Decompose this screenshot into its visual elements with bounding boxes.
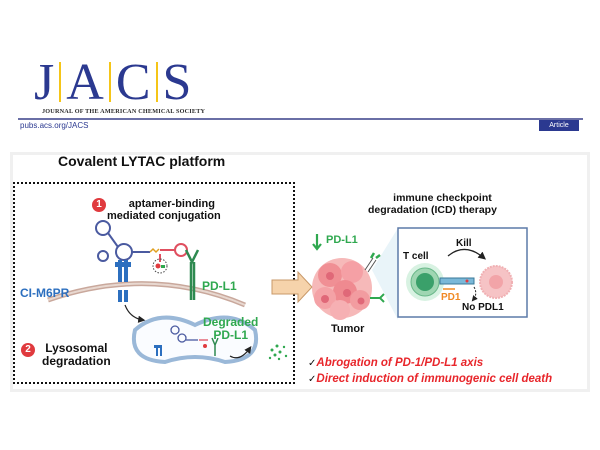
step-1-label: aptamer-binding mediated conjugation	[107, 198, 221, 222]
down-arrow-icon	[312, 234, 322, 251]
logo-letter-j: J	[34, 54, 55, 111]
degraded-label: Degraded PD-L1	[203, 316, 258, 342]
tumor-label: Tumor	[331, 323, 365, 335]
article-type-badge: Article	[539, 120, 579, 131]
icd-title-line1: immune checkpoint	[393, 192, 492, 204]
receptor-icon	[115, 260, 131, 302]
step-2-label-line1: Lysosomal	[45, 341, 108, 355]
icd-title-line2: degradation (ICD) therapy	[368, 204, 497, 216]
jacs-logo[interactable]: J A C S	[29, 54, 196, 111]
conjugation-site	[152, 258, 168, 274]
journal-url-link[interactable]: pubs.acs.org/JACS	[20, 121, 89, 130]
outcomes-list: ✓Abrogation of PD-1/PD-L1 axis ✓Direct i…	[308, 355, 552, 387]
target-aptamer-icon	[159, 243, 188, 262]
step-2-label: Lysosomal degradation	[42, 342, 111, 368]
step-1-badge: 1	[92, 198, 106, 212]
logo-divider	[108, 62, 111, 102]
tumor-icon	[312, 258, 372, 320]
zoom-connector	[372, 228, 398, 320]
degraded-fragments-icon	[268, 344, 288, 361]
no-pdl1-label: No PDL1	[462, 302, 504, 313]
pdl1-reduced-label: PD-L1	[326, 234, 358, 246]
kill-arrow	[447, 248, 486, 260]
icd-title: immune checkpoint degradation (ICD) ther…	[368, 192, 497, 216]
outcome-item: ✓Abrogation of PD-1/PD-L1 axis	[308, 357, 484, 369]
check-icon: ✓	[308, 358, 317, 369]
receptor-label: CI-M6PR	[20, 286, 70, 300]
logo-letter-c: C	[115, 54, 151, 111]
degradation-arrow	[229, 346, 252, 359]
aptamer-icon	[95, 220, 150, 262]
logo-letter-s: S	[162, 54, 192, 111]
step-1-label-line1: aptamer-binding	[128, 198, 215, 210]
process-arrow	[271, 270, 313, 304]
logo-letter-a: A	[66, 54, 104, 111]
degraded-label-line1: Degraded	[203, 315, 259, 329]
check-icon: ✓	[308, 374, 317, 385]
header-divider	[18, 118, 583, 120]
degraded-label-line2: PD-L1	[213, 328, 249, 342]
journal-name: JOURNAL OF THE AMERICAN CHEMICAL SOCIETY	[42, 108, 206, 115]
pdl1-protein-icon	[184, 249, 200, 300]
logo-divider	[59, 62, 62, 102]
internalization-arrow	[124, 304, 146, 323]
target-label: PD-L1	[202, 279, 237, 293]
step-2-label-line2: degradation	[42, 354, 111, 368]
step-2-badge: 2	[21, 343, 35, 357]
outcome-item: ✓Direct induction of immunogenic cell de…	[308, 373, 553, 385]
graphic-title: Covalent LYTAC platform	[58, 153, 226, 169]
step-1-label-line2: mediated conjugation	[107, 210, 221, 222]
pd1-label: PD1	[441, 292, 461, 303]
kill-label: Kill	[456, 238, 472, 249]
logo-divider	[155, 62, 158, 102]
tcell-label: T cell	[403, 251, 429, 262]
